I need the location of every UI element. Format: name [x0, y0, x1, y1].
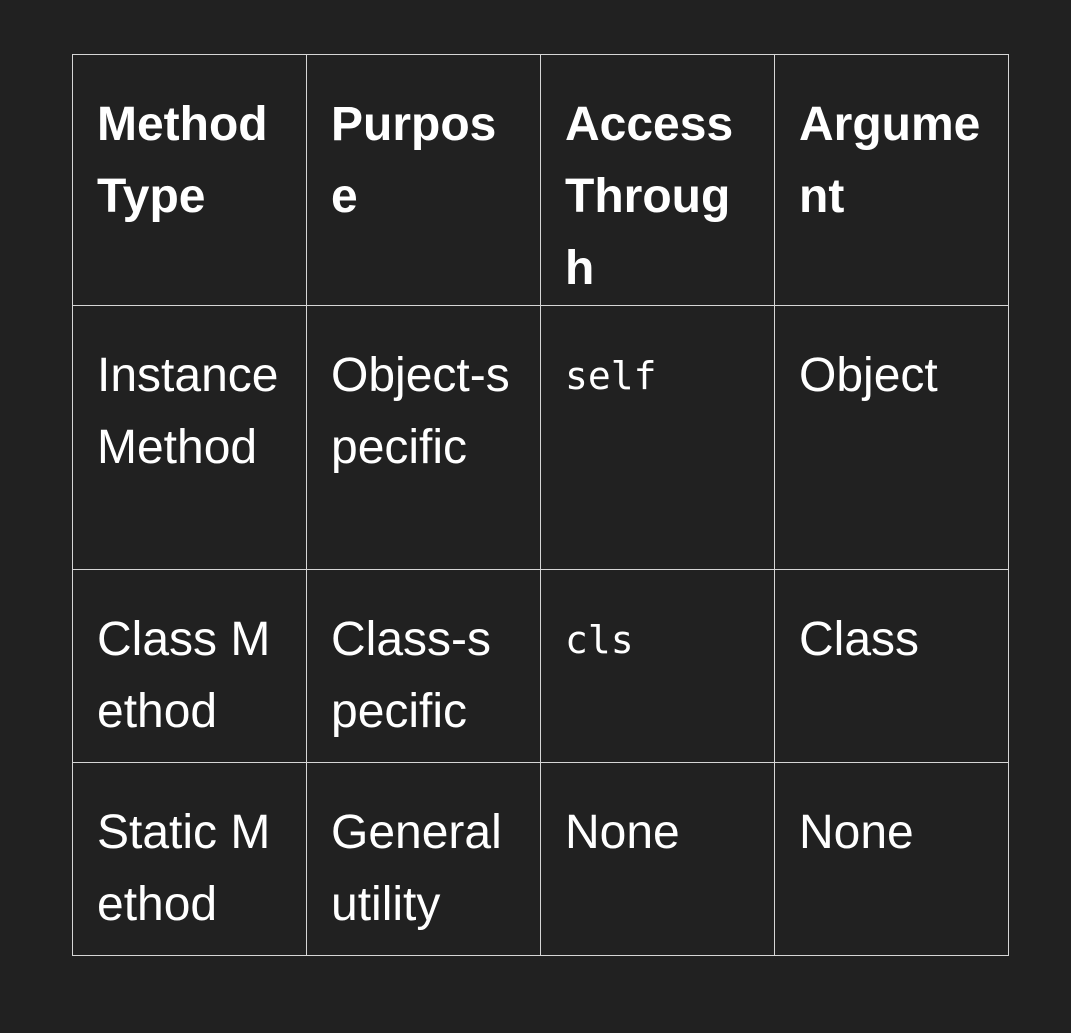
cell-argument: None — [774, 762, 1009, 956]
cell-argument: Object — [774, 305, 1009, 570]
header-row: Method Type Purpose Access Through Argum… — [72, 54, 1009, 306]
cell-purpose: Class-specific — [306, 569, 541, 763]
header-access-through: Access Through — [540, 54, 775, 306]
header-purpose: Purpose — [306, 54, 541, 306]
cell-access-through: self — [540, 305, 775, 570]
header-argument: Argument — [774, 54, 1009, 306]
cell-purpose: General utility — [306, 762, 541, 956]
cell-method-type: Class Method — [72, 569, 307, 763]
header-method-type: Method Type — [72, 54, 307, 306]
cell-argument: Class — [774, 569, 1009, 763]
cell-method-type: Instance Method — [72, 305, 307, 570]
table-header: Method Type Purpose Access Through Argum… — [72, 54, 1009, 306]
cell-access-through: cls — [540, 569, 775, 763]
table-row: Static Method General utility None None — [72, 762, 1009, 956]
cell-purpose: Object-specific — [306, 305, 541, 570]
method-comparison-table: Method Type Purpose Access Through Argum… — [72, 54, 1009, 956]
cell-access-through: None — [540, 762, 775, 956]
table-row: Class Method Class-specific cls Class — [72, 569, 1009, 763]
table-body: Instance Method Object-specific self Obj… — [72, 305, 1009, 956]
table-row: Instance Method Object-specific self Obj… — [72, 305, 1009, 570]
cell-method-type: Static Method — [72, 762, 307, 956]
